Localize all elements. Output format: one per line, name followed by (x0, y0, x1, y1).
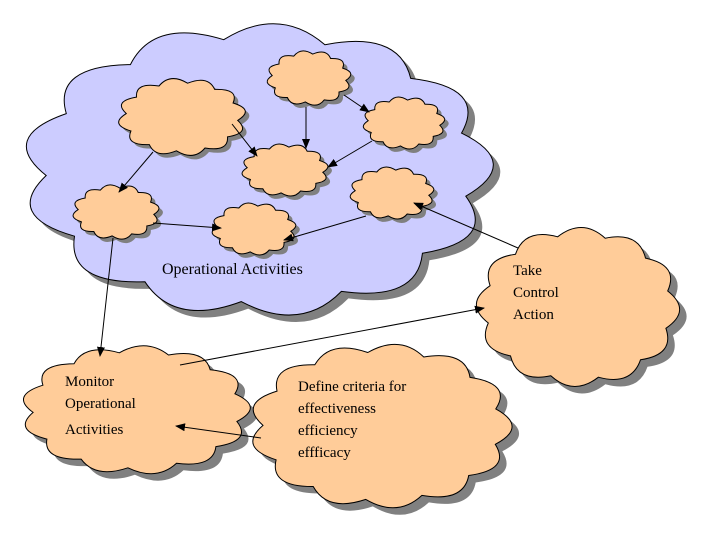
activity-cloud-center-shape (241, 143, 329, 197)
take-control-action-cloud-shape (475, 227, 681, 387)
arrow-left-to-monitor (97, 237, 114, 357)
monitor-line-2: Operational (65, 396, 136, 412)
activity-cloud-center (241, 143, 332, 201)
arrow-control-to-right (413, 202, 519, 249)
activity-cloud-left (72, 184, 163, 244)
monitor-label: Monitor Operational Activities (65, 371, 136, 441)
control-line-2: Control (513, 285, 559, 301)
criteria-line-3: efficiency (298, 423, 358, 439)
define-criteria-cloud-shape (252, 343, 513, 509)
activity-cloud-top-left (118, 78, 250, 160)
define-criteria-label: Define criteria for effectiveness effici… (298, 376, 406, 464)
activity-cloud-bottom-center (211, 202, 300, 260)
activity-cloud-left-shape (72, 184, 160, 240)
define-criteria-cloud (252, 343, 520, 515)
arrow-topleft-to-center (231, 123, 258, 157)
activity-cloud-top-center (266, 50, 355, 110)
arrow-criteria-to-monitor (175, 423, 262, 439)
arrow-topright-to-center (327, 140, 373, 168)
take-control-action-label: Take Control Action (513, 260, 559, 326)
arrow-topleft-to-left (118, 151, 154, 193)
control-line-3: Action (513, 307, 554, 323)
activity-cloud-top-right (362, 96, 449, 154)
activity-cloud-top-right-shape (362, 96, 446, 150)
take-control-action-cloud (475, 227, 687, 394)
activity-cloud-top-left-shape (118, 78, 246, 156)
control-line-1: Take (513, 263, 542, 279)
criteria-line-2: effectiveness (298, 401, 377, 417)
arrow-group (97, 94, 519, 439)
operational-activities-label: Operational Activities (162, 259, 303, 281)
monitor-line-1: Monitor (65, 374, 115, 390)
monitor-operational-activities-cloud-shape (23, 345, 251, 475)
criteria-line-1: Define criteria for (298, 379, 407, 395)
arrow-topcenter-to-topright (343, 94, 370, 113)
monitor-operational-activities-cloud (23, 345, 258, 481)
activity-cloud-top-center-shape (266, 50, 352, 106)
activity-cloud-right-shape (349, 166, 435, 220)
criteria-line-4: effficacy (298, 445, 351, 461)
arrow-left-to-bottomcenter (152, 222, 222, 232)
monitor-line-3: Activities (65, 422, 124, 438)
arrow-monitor-to-control (179, 305, 485, 366)
arrow-right-to-bottomcenter (283, 215, 367, 242)
operational-activities-text: Operational Activities (162, 261, 303, 278)
activity-cloud-bottom-center-shape (211, 202, 297, 256)
